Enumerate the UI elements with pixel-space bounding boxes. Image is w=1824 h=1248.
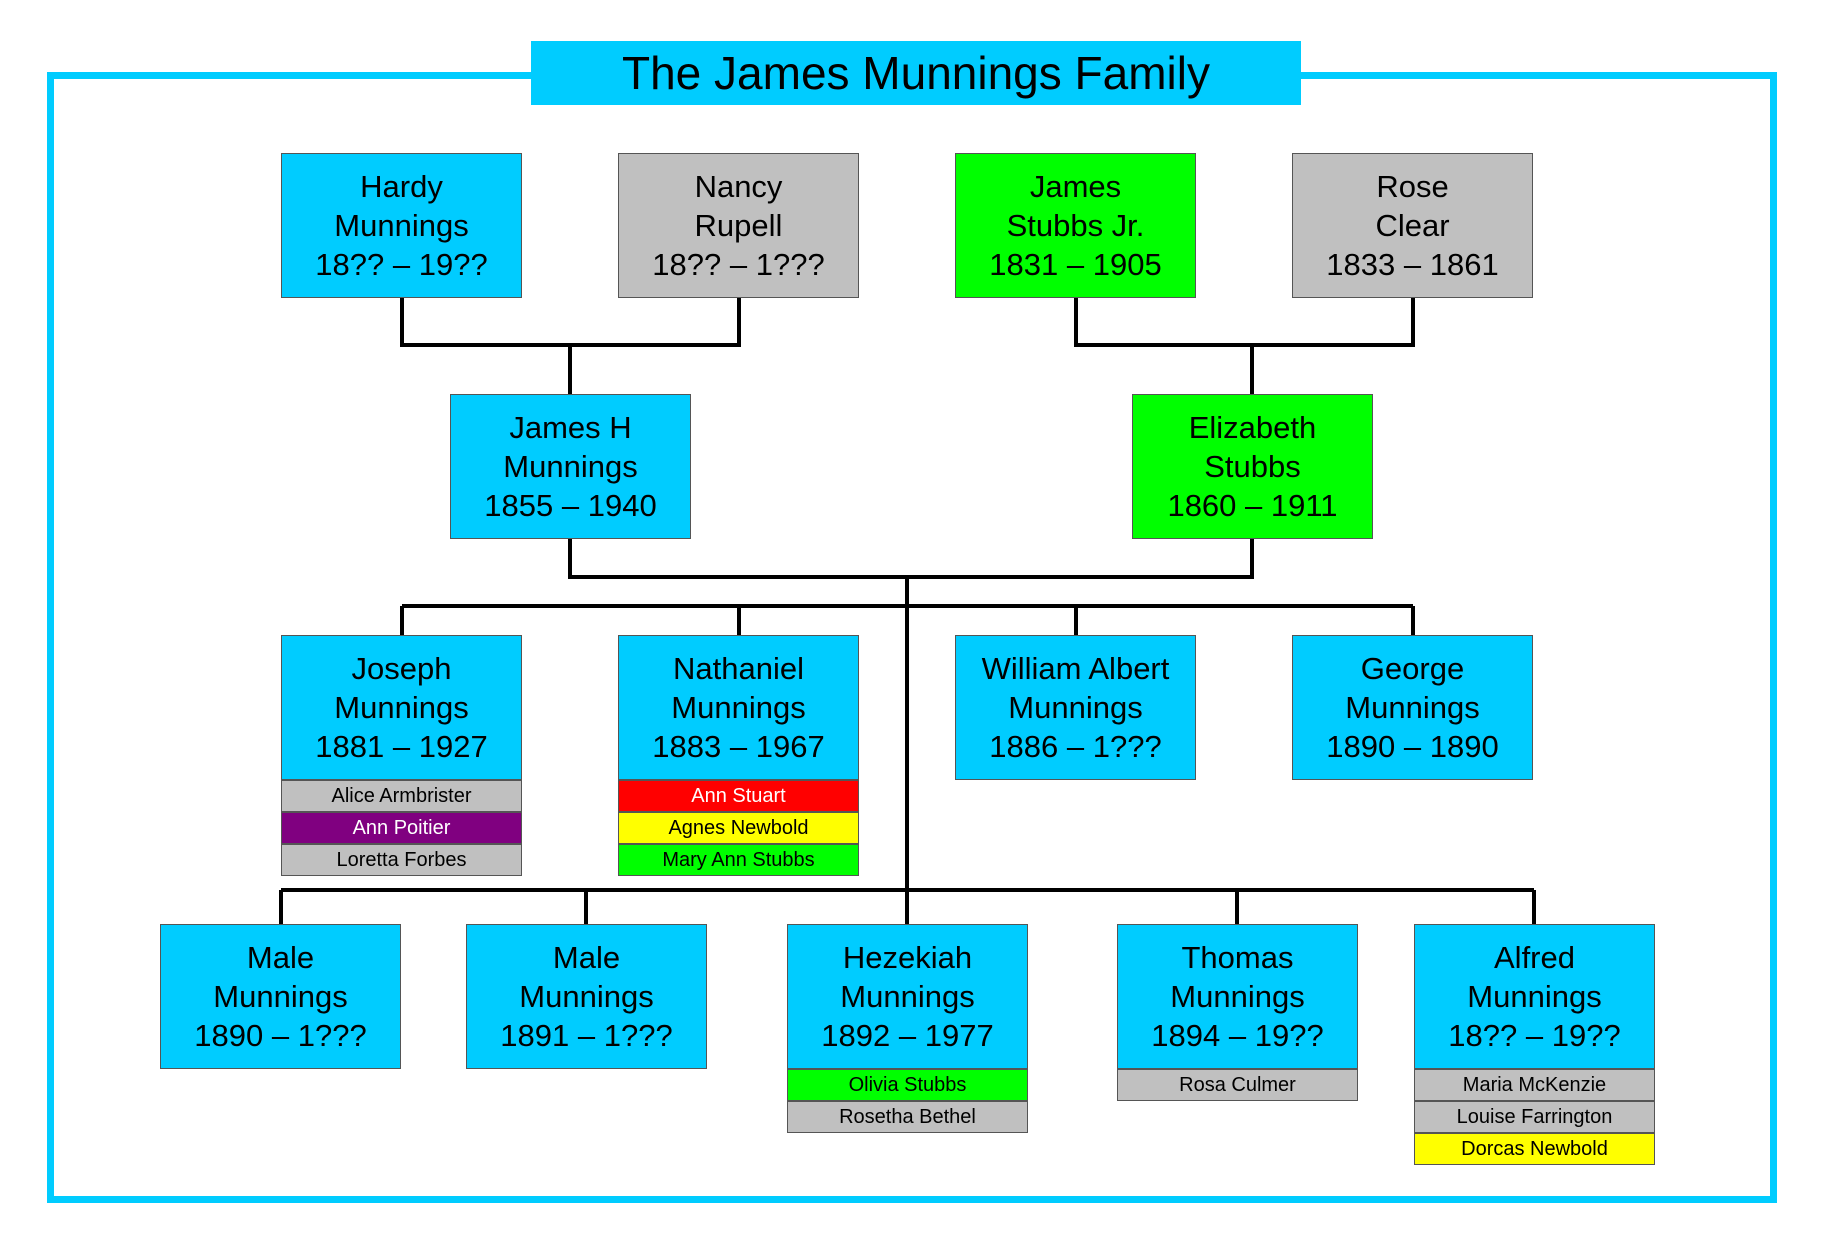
person-dates: 18?? – 19?? (315, 247, 488, 282)
page-title: The James Munnings Family (531, 41, 1301, 105)
person-dates: 1833 – 1861 (1326, 247, 1499, 282)
person-dates: 1860 – 1911 (1167, 488, 1338, 523)
person-name-line2: Munnings (840, 979, 975, 1014)
person-dates: 1831 – 1905 (989, 247, 1162, 282)
person-name-line2: Stubbs Jr. (1006, 208, 1145, 243)
spouse-label: Ann Poitier (281, 812, 522, 844)
person-name-line2: Munnings (1170, 979, 1305, 1014)
person-name-line1: Male (246, 940, 315, 975)
person-dates: 18?? – 19?? (1448, 1018, 1621, 1053)
spouse-label: Alice Armbrister (281, 780, 522, 812)
person-name-line1: James (1029, 169, 1122, 204)
spouse-label: Mary Ann Stubbs (618, 844, 859, 876)
person-name-line1: Hezekiah (842, 940, 973, 975)
spouse-label: Rosa Culmer (1117, 1069, 1358, 1101)
person-dates: 1890 – 1890 (1326, 729, 1499, 764)
person-dates: 1883 – 1967 (652, 729, 825, 764)
person-name-line2: Munnings (334, 208, 469, 243)
person-name-line2: Munnings (1008, 690, 1143, 725)
person-dates: 1891 – 1??? (500, 1018, 673, 1053)
person-name-line2: Munnings (519, 979, 654, 1014)
person-name-line1: Alfred (1494, 940, 1575, 975)
person-name-line2: Clear (1375, 208, 1450, 243)
person-dates: 1892 – 1977 (821, 1018, 994, 1053)
person-dates: 1855 – 1940 (484, 488, 657, 523)
person-dates: 1881 – 1927 (315, 729, 488, 764)
person-dates: 1894 – 19?? (1151, 1018, 1324, 1053)
person-name-line2: Munnings (671, 690, 806, 725)
person-name-line1: Hardy (360, 169, 443, 204)
person-name-line2: Munnings (503, 449, 638, 484)
person-name-line1: Nancy (694, 169, 783, 204)
person-name-line2: Munnings (1345, 690, 1480, 725)
person-name-line1: William Albert (981, 651, 1170, 686)
spouse-label: Dorcas Newbold (1414, 1133, 1655, 1165)
person-name-line1: Male (552, 940, 621, 975)
person-box: James H Munnings 1855 – 1940 (450, 394, 691, 539)
person-name-line2: Munnings (334, 690, 469, 725)
person-name-line1: Joseph (351, 651, 452, 686)
spouse-label: Agnes Newbold (618, 812, 859, 844)
person-dates: 18?? – 1??? (652, 247, 825, 282)
person-name-line1: Nathaniel (673, 651, 804, 686)
person-name-line2: Munnings (213, 979, 348, 1014)
person-name-line2: Stubbs (1204, 449, 1301, 484)
spouse-label: Louise Farrington (1414, 1101, 1655, 1133)
connector-hardy-nancy (400, 298, 741, 347)
spouse-label: Maria McKenzie (1414, 1069, 1655, 1101)
connector-james-rose (1074, 298, 1415, 347)
spouse-label: Olivia Stubbs (787, 1069, 1028, 1101)
person-name-line1: Rose (1376, 169, 1449, 204)
person-dates: 1890 – 1??? (194, 1018, 367, 1053)
person-name-line1: Elizabeth (1188, 410, 1317, 445)
spouse-label: Ann Stuart (618, 780, 859, 812)
person-name-line2: Munnings (1467, 979, 1602, 1014)
person-name-line1: James H (509, 410, 632, 445)
person-name-line2: Rupell (694, 208, 783, 243)
person-name-line1: George (1360, 651, 1465, 686)
spouse-label: Loretta Forbes (281, 844, 522, 876)
person-name-line1: Thomas (1181, 940, 1294, 975)
spouse-label: Rosetha Bethel (787, 1101, 1028, 1133)
person-dates: 1886 – 1??? (989, 729, 1162, 764)
connector-parents (568, 539, 1254, 579)
